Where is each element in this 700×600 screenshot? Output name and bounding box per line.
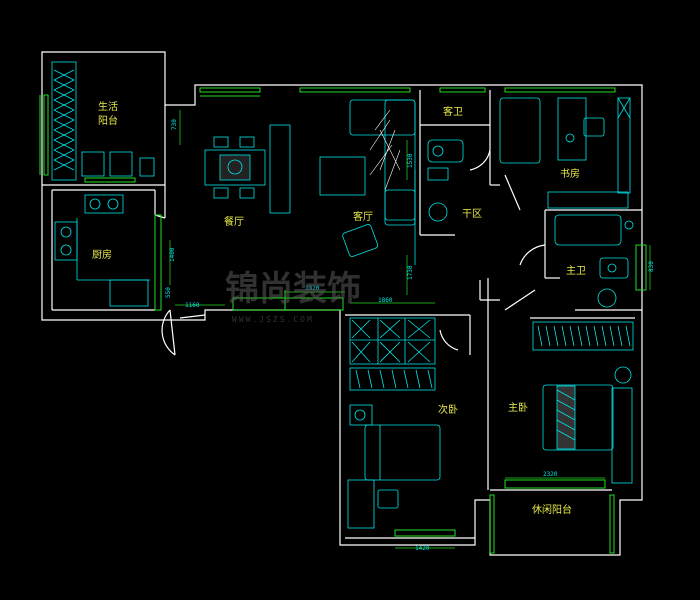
master-tv-cabinet-icon — [611, 387, 633, 484]
bed-icon — [364, 424, 441, 481]
label-guest-bath: 客卫 — [443, 105, 463, 118]
label-living: 客厅 — [353, 210, 373, 223]
master-toilet-icon — [599, 257, 629, 279]
label-study: 书房 — [560, 167, 580, 180]
dim-730: 730 — [171, 119, 178, 130]
door-entry — [179, 314, 206, 319]
room-labels: 生活 阳台 厨房 餐厅 客厅 客卫 干区 书房 主卫 次卧 主卧 休闲阳台 — [92, 100, 586, 516]
label-master-bath: 主卫 — [566, 265, 586, 277]
label-dining: 餐厅 — [224, 215, 244, 228]
door-arc-second-bed — [439, 329, 459, 351]
dim-550: 550 — [165, 287, 172, 298]
laundry-rack-icon — [51, 61, 77, 181]
label-master-bedroom: 主卧 — [508, 401, 528, 414]
door-entry-leaf — [169, 309, 176, 356]
label-leisure-balcony: 休闲阳台 — [532, 503, 572, 516]
walls — [41, 51, 643, 556]
dim-1400: 1400 — [169, 247, 176, 262]
mop-sink-icon — [139, 157, 155, 177]
door-arc-master-bath — [519, 244, 546, 266]
window-balcony-left — [43, 94, 49, 176]
toilet-icon — [427, 139, 464, 163]
watermark-sub: WWW.JSZS.COM — [232, 315, 314, 324]
dim-2320: 2320 — [543, 471, 558, 478]
sink-balcony-icon — [109, 151, 133, 177]
door-master-bed — [504, 289, 536, 311]
dim-1420: 1420 — [415, 545, 430, 552]
window-dining — [199, 87, 261, 93]
master-wardrobe-icon — [532, 321, 634, 351]
second-desk-icon — [347, 479, 375, 529]
armchair-icon — [342, 224, 379, 257]
window-master-bed — [504, 479, 606, 489]
label-living-balcony-line2: 阳台 — [98, 114, 118, 127]
door-arc-guest-bath — [469, 149, 491, 171]
window-leisure-left — [489, 494, 495, 554]
label-living-balcony-line1: 生活 — [98, 100, 118, 113]
window-second-bed — [394, 529, 456, 537]
windows — [39, 87, 647, 554]
bathtub-icon — [554, 214, 622, 246]
window-living — [299, 87, 411, 93]
door-study — [504, 174, 521, 211]
dim-1160: 1160 — [185, 302, 200, 309]
watermark-text: 锦尚装饰 — [225, 269, 361, 309]
master-bed-icon — [542, 384, 614, 451]
washing-machine-icon — [81, 151, 105, 177]
window-study — [504, 87, 616, 93]
desk-icon — [557, 97, 605, 161]
bookshelf-icon — [617, 97, 631, 194]
sofa-icon — [349, 99, 416, 226]
dim-1320: 1320 — [305, 285, 320, 292]
dim-1860: 1860 — [378, 297, 393, 304]
dimension-labels: 730 1400 550 1160 1320 1860 1730 1530 83… — [165, 119, 655, 552]
washbasin-master-icon — [597, 288, 617, 308]
washbasin-dry-icon — [428, 202, 448, 222]
label-second-bedroom: 次卧 — [438, 403, 458, 416]
dim-830: 830 — [648, 261, 655, 272]
window-master-bath — [635, 244, 647, 291]
window-balcony-bottom — [84, 177, 136, 183]
nightstand-icon — [349, 404, 373, 426]
window-entry-cabinet — [232, 297, 344, 311]
window-leisure-right — [609, 494, 615, 554]
sideboard-icon — [269, 124, 291, 214]
fixtures — [51, 61, 634, 529]
window-guest-bath — [439, 87, 486, 93]
wardrobe-icon — [349, 317, 436, 391]
second-chair-icon — [377, 489, 399, 509]
dim-1730: 1730 — [407, 265, 414, 280]
dining-table-icon — [204, 136, 266, 199]
plant-icon — [369, 109, 401, 191]
dimension-lines — [169, 110, 651, 549]
study-sofa-icon — [499, 97, 541, 164]
window-kitchen-right — [154, 214, 162, 311]
coffee-table-icon — [319, 156, 366, 196]
kitchen-sink-icon — [84, 194, 124, 214]
label-kitchen: 厨房 — [92, 248, 112, 261]
watermark-logo: 锦尚装饰 WWW.JSZS.COM — [225, 269, 361, 324]
master-nightstand-icon — [614, 366, 632, 384]
label-dry-area: 干区 — [462, 208, 482, 220]
dim-1530: 1530 — [407, 153, 414, 168]
door-arc-entry — [161, 309, 176, 356]
